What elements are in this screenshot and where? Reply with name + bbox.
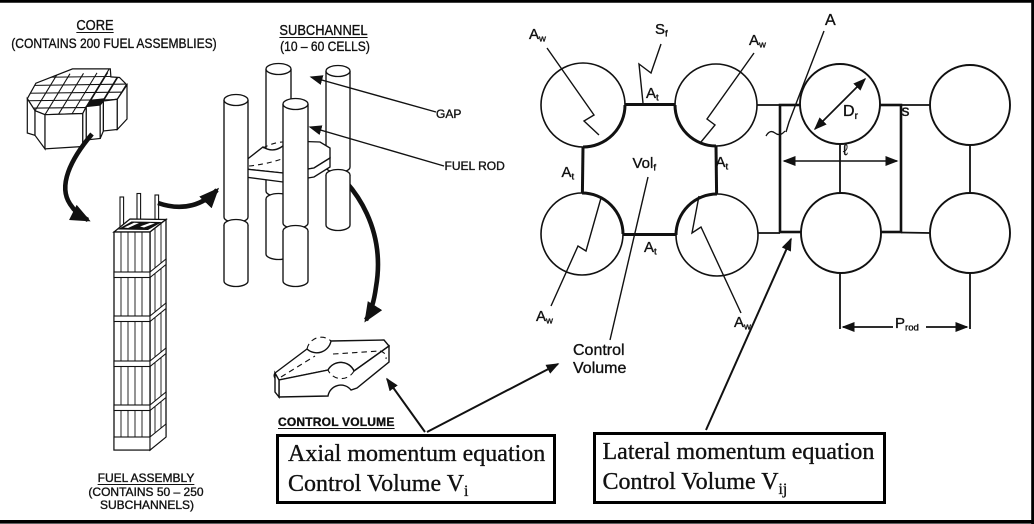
label-ell: ℓ — [843, 141, 848, 159]
lattice-pointer-lines — [546, 30, 825, 341]
text-line2-sub: ij — [778, 481, 788, 499]
text-base: A — [561, 164, 572, 181]
axial-momentum-line1: Axial momentum equation — [288, 441, 546, 467]
axial-box-pointer-to-volume — [426, 363, 560, 433]
fuel-assembly-title: FUEL ASSEMBLY — [97, 470, 195, 485]
subchannel-cluster-drawing — [223, 62, 351, 288]
text-base: A — [529, 26, 540, 43]
text-line2-base: Control Volume V — [602, 469, 779, 495]
label-volf: Volf — [632, 154, 657, 174]
text-sub: t — [654, 246, 657, 258]
text-control-volume-pointer-line1: Control — [573, 342, 625, 359]
fuel-rod-pointer — [308, 125, 445, 167]
rod-lattice-right-group — [757, 63, 1011, 332]
label-at-left: At — [561, 164, 575, 183]
subchannel-title: SUBCHANNEL — [279, 21, 368, 39]
text-base: A — [536, 308, 547, 325]
text-sub: t — [571, 171, 575, 183]
text-base: A — [644, 238, 655, 256]
label-prod: Prod — [895, 314, 919, 334]
gap-pointer — [309, 75, 437, 113]
text-sub: w — [759, 39, 766, 51]
text-sub: f — [665, 28, 668, 40]
text-sub: t — [656, 92, 659, 104]
lateral-box-pointer — [705, 237, 792, 431]
axial-box-pointer-to-slab — [386, 377, 426, 433]
text-sub: w — [744, 321, 751, 333]
fuel-rod-label: FUEL ROD — [444, 159, 505, 173]
label-at-right: At — [715, 154, 729, 173]
text-sub: w — [546, 315, 553, 327]
text-base: A — [734, 314, 745, 331]
text-line2-base: Control Volume V — [288, 471, 465, 497]
arrow-assembly-to-subchannel — [157, 187, 220, 210]
core-block-drawing — [26, 68, 128, 151]
label-aw-top-mid: Aw — [749, 32, 766, 51]
label-a: A — [825, 12, 836, 29]
text-line2-sub: i — [464, 483, 469, 501]
text-base: S — [655, 21, 666, 38]
label-dr: Dr — [843, 103, 858, 122]
fuel-assembly-subtitle-1: (CONTAINS 50 – 250 — [88, 484, 204, 499]
lateral-momentum-box: Lateral momentum equation Control Volume… — [593, 432, 886, 504]
label-s: s — [901, 103, 910, 120]
fuel-assembly-subtitle-2: SUBCHANNELS) — [99, 498, 195, 512]
core-title: CORE — [76, 17, 114, 34]
control-volume-drawing — [273, 336, 391, 399]
text-base: Vol — [632, 154, 654, 172]
label-aw-bottom-mid: Aw — [734, 314, 751, 333]
text-base: A — [715, 154, 726, 171]
arrow-core-to-assembly — [63, 132, 94, 223]
lateral-momentum-line2: Control Volume Vij — [602, 467, 884, 505]
text-base: A — [749, 32, 760, 49]
gap-label: GAP — [436, 106, 462, 121]
axial-momentum-line2: Control Volume Vi — [288, 469, 553, 507]
text-sub: rod — [905, 322, 919, 334]
fuel-assembly-drawing — [112, 192, 168, 452]
control-volume-heading: CONTROL VOLUME — [278, 414, 395, 429]
text-sub: r — [854, 110, 858, 122]
lateral-momentum-line1: Lateral momentum equation — [602, 439, 875, 465]
label-sf: Sf — [655, 21, 668, 40]
label-aw-bottom-left: Aw — [536, 308, 553, 327]
text-base: P — [895, 314, 906, 332]
text-base: D — [843, 103, 855, 120]
label-at-top: At — [646, 85, 659, 104]
axial-momentum-box: Axial momentum equation Control Volume V… — [276, 434, 556, 504]
text-sub: t — [725, 161, 729, 173]
core-subtitle: (CONTAINS 200 FUEL ASSEMBLIES) — [11, 35, 217, 51]
text-sub: f — [653, 162, 657, 174]
text-sub: w — [539, 33, 546, 45]
rod-lattice-left-group — [540, 62, 759, 277]
text-control-volume-pointer-line2: Volume — [573, 359, 627, 377]
subchannel-subtitle: (10 – 60 CELLS) — [279, 37, 370, 54]
label-at-bottom: At — [644, 238, 657, 258]
text-base: A — [646, 85, 657, 102]
label-aw-top-left: Aw — [529, 26, 546, 45]
